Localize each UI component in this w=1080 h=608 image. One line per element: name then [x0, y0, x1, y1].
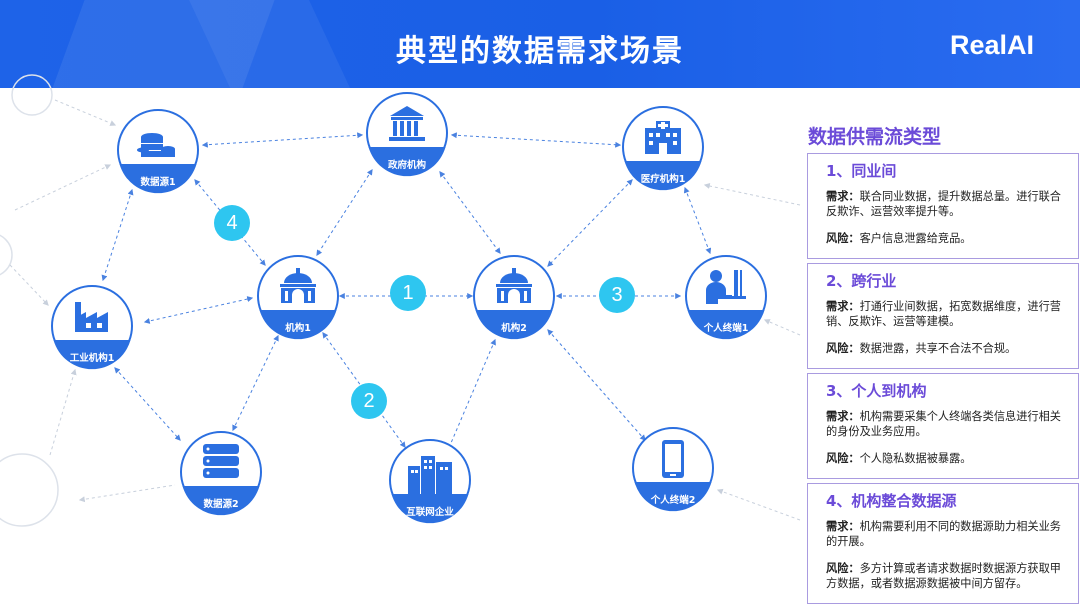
node-label: 机构1	[285, 323, 311, 334]
card-risk: 风险：客户信息泄露给竞品。	[826, 232, 972, 245]
badge-1	[390, 275, 426, 311]
institution-dome-icon	[280, 268, 316, 303]
card-need: 需求：联合同业数据，提升数据总量。进行联合反欺诈、运营效率提升等。	[826, 190, 1061, 218]
connector-line	[78, 484, 176, 503]
node-government	[366, 92, 448, 177]
connector-line	[143, 296, 254, 324]
badge-2	[351, 383, 387, 419]
node-data-source-1	[117, 109, 199, 194]
buildings-icon	[408, 456, 452, 494]
connector-line	[447, 338, 496, 452]
connector-line	[114, 367, 181, 441]
card-institution-integrates-data: 4、机构整合数据源 需求：机构需要利用不同的数据源助力相关业务的开展。 风险：多…	[807, 483, 1079, 604]
connector-line	[49, 368, 77, 456]
connector-line	[232, 334, 279, 432]
card-cross-industry: 2、跨行业 需求：打通行业间数据，拓宽数据维度，进行营销、反欺诈、运营等建模。 …	[807, 263, 1079, 369]
node-personal-terminal-2	[632, 427, 714, 512]
panel-title: 数据供需流类型	[808, 126, 942, 148]
background-circle	[11, 74, 53, 116]
node-label: 个人终端2	[650, 495, 696, 506]
card-heading: 4、机构整合数据源	[826, 492, 957, 510]
connector-line	[716, 488, 801, 521]
node-label: 互联网企业	[406, 507, 454, 518]
card-heading: 2、跨行业	[826, 272, 897, 290]
brand-logo: RealAI	[949, 30, 1034, 60]
connector-line	[101, 188, 134, 282]
node-label: 机构2	[501, 323, 527, 334]
connector-line	[547, 179, 633, 267]
node-label: 政府机构	[387, 160, 426, 171]
background-circle	[0, 453, 59, 527]
connector-line	[201, 132, 364, 148]
node-internet-company	[389, 439, 471, 524]
node-label: 个人终端1	[703, 323, 749, 334]
node-industrial-1	[51, 285, 133, 370]
card-risk: 风险：多方计算或者请求数据时数据源方获取甲方数据，或者数据源数据被中间方留存。	[826, 562, 1061, 590]
node-label: 数据源2	[203, 499, 239, 510]
badge-3	[599, 277, 635, 313]
card-same-industry: 1、同业间 需求：联合同业数据，提升数据总量。进行联合反欺诈、运营效率提升等。 …	[807, 153, 1079, 259]
node-label: 工业机构1	[69, 353, 115, 364]
card-person-to-institution: 3、个人到机构 需求：机构需要采集个人终端各类信息进行相关的身份及业务应用。 风…	[807, 373, 1079, 479]
badge-number: 4	[226, 212, 238, 234]
card-need: 需求：机构需要利用不同的数据源助力相关业务的开展。	[826, 520, 1061, 548]
node-data-source-2	[180, 431, 262, 516]
badge-group	[214, 205, 635, 419]
connector-line	[14, 164, 112, 211]
database-coins-icon	[137, 133, 175, 157]
connector-line	[763, 319, 801, 336]
institution-dome-icon	[496, 268, 532, 303]
phone-icon	[662, 440, 684, 478]
person-computer-icon	[706, 270, 746, 304]
factory-icon	[75, 302, 108, 332]
badge-number: 3	[611, 284, 623, 306]
badge-number: 1	[402, 282, 414, 304]
badge-number: 2	[363, 390, 375, 412]
connector-line	[439, 171, 501, 254]
connector-line	[683, 186, 712, 255]
hospital-icon	[645, 121, 681, 154]
page-title: 典型的数据需求场景	[396, 34, 684, 69]
connector-line	[316, 168, 373, 257]
header-bar: 典型的数据需求场景 RealAI	[0, 0, 1080, 88]
card-heading: 3、个人到机构	[826, 382, 927, 400]
node-label: 医疗机构1	[640, 174, 686, 185]
card-risk: 风险：数据泄露，共享不合法不合规。	[826, 342, 1017, 355]
badge-4	[214, 205, 250, 241]
card-need: 需求：打通行业间数据，拓宽数据维度，进行营销、反欺诈、运营等建模。	[826, 300, 1061, 328]
node-institution-2	[473, 255, 555, 340]
node-medical-1	[622, 106, 704, 191]
card-heading: 1、同业间	[826, 162, 897, 180]
government-building-icon	[389, 106, 425, 141]
node-label: 数据源1	[140, 177, 176, 188]
card-need: 需求：机构需要采集个人终端各类信息进行相关的身份及业务应用。	[826, 410, 1061, 438]
node-institution-1	[257, 255, 339, 340]
connector-line	[54, 99, 117, 126]
connector-line	[9, 264, 49, 306]
database-icon	[203, 444, 239, 478]
connector-line	[547, 329, 646, 441]
connector-line	[450, 132, 622, 148]
card-risk: 风险：个人隐私数据被暴露。	[826, 452, 972, 465]
connector-line	[703, 183, 801, 206]
node-personal-terminal-1	[685, 255, 767, 340]
background-circle	[0, 234, 13, 276]
